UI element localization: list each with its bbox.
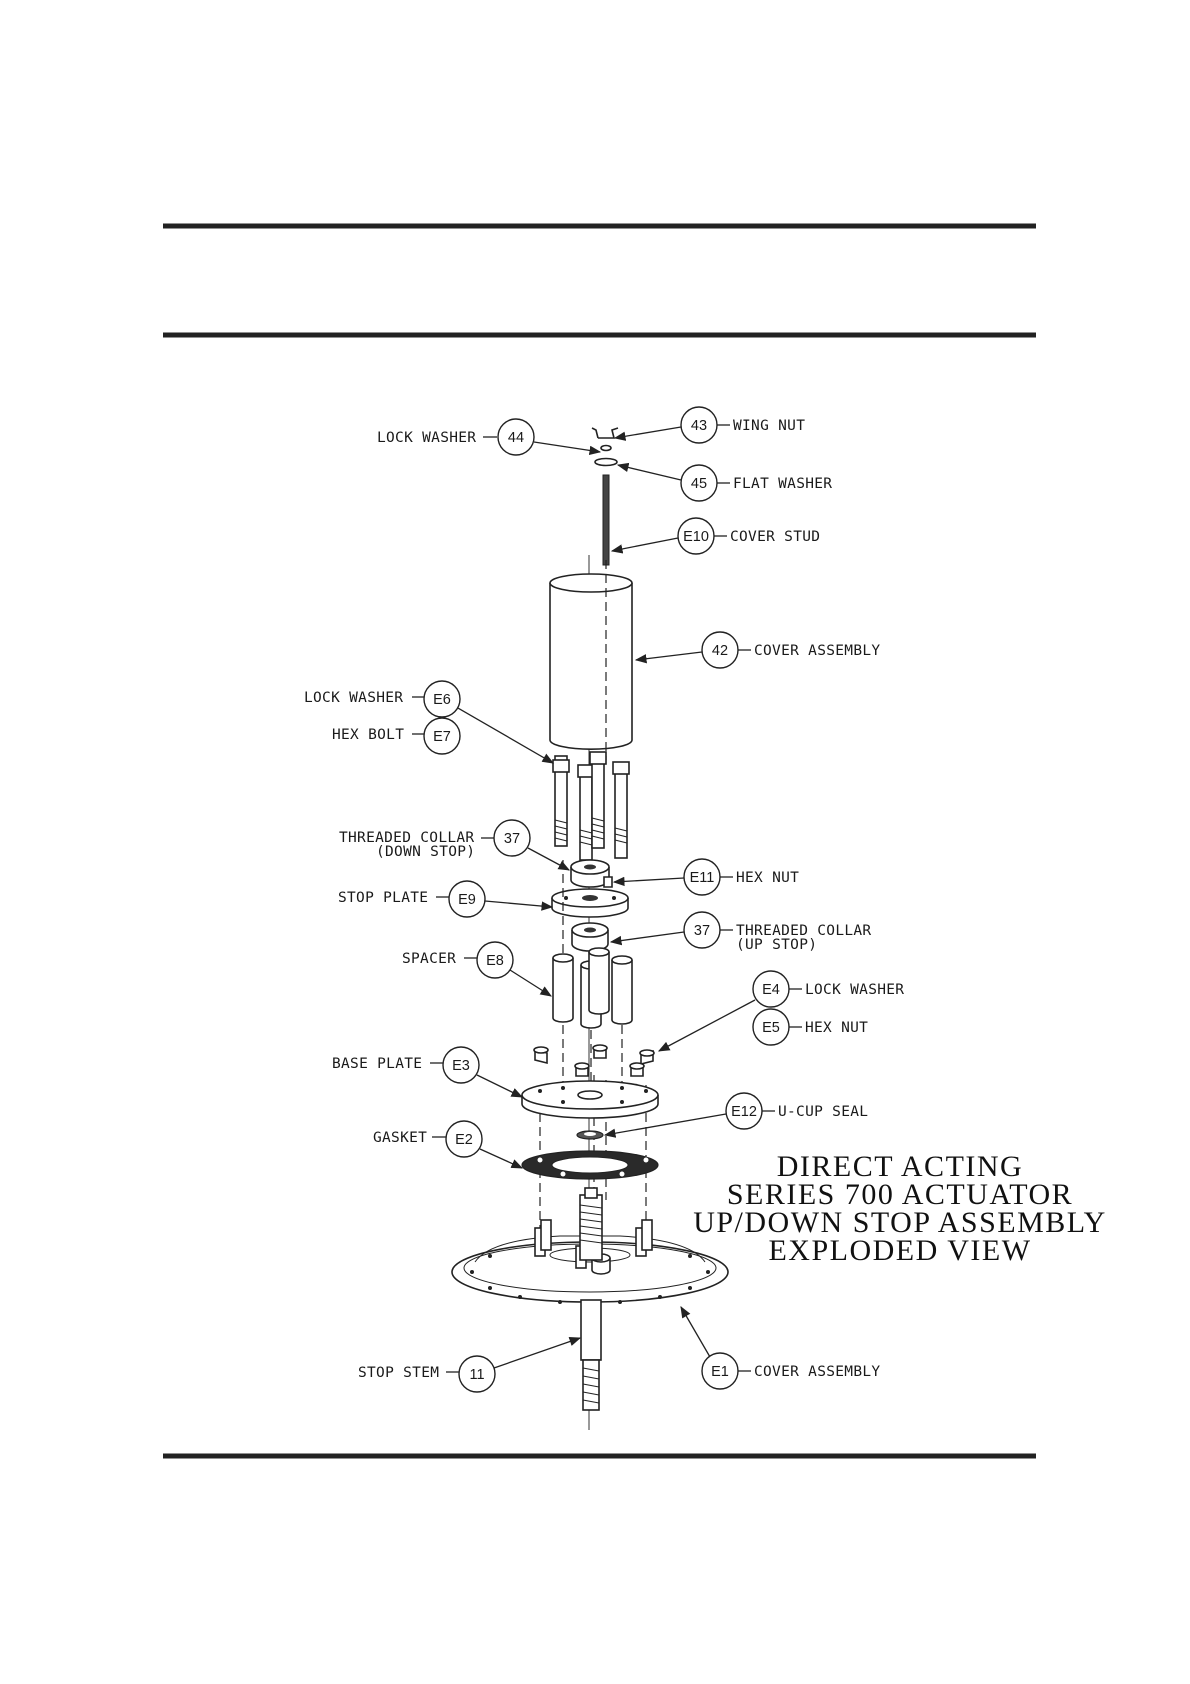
- callout-E12: E12 U-CUP SEAL: [603, 1092, 868, 1138]
- callout-42: 42 COVER ASSEMBLY: [634, 631, 880, 669]
- callout-number: 42: [712, 643, 728, 659]
- callout-label: U-CUP SEAL: [778, 1104, 868, 1120]
- threaded-collar-up-stop: [571, 922, 609, 952]
- title-line-1: DIRECT ACTING: [777, 1150, 1023, 1183]
- callout-label: GASKET: [373, 1130, 427, 1146]
- base-plate: [521, 1080, 659, 1119]
- callout-number: 37: [694, 923, 710, 939]
- callout-E7: HEX BOLT E7: [332, 717, 461, 755]
- callout-44: LOCK WASHER 44: [377, 418, 602, 456]
- callout-label: SPACER: [402, 951, 456, 967]
- callout-number: E2: [455, 1132, 473, 1148]
- callout-E1: E1 COVER ASSEMBLY: [680, 1305, 880, 1390]
- callout-number: E9: [458, 892, 476, 908]
- callout-45: 45 FLAT WASHER: [616, 462, 832, 502]
- callout-E2: GASKET E2: [373, 1120, 524, 1169]
- callout-label: THREADED COLLAR: [736, 923, 871, 939]
- cover-stud-group: [591, 427, 619, 566]
- callout-number: 11: [469, 1367, 484, 1383]
- callout-label: HEX BOLT: [332, 727, 404, 743]
- callout-number: E6: [433, 692, 451, 708]
- callout-label: FLAT WASHER: [733, 476, 832, 492]
- callout-number: 45: [691, 476, 707, 492]
- callout-label-sub: (UP STOP): [736, 937, 817, 953]
- callout-number: E3: [452, 1058, 470, 1074]
- callout-label: COVER ASSEMBLY: [754, 1364, 880, 1380]
- threaded-collar-down-stop: [570, 859, 613, 888]
- callout-E5: E5 HEX NUT: [752, 1008, 868, 1046]
- title-line-4: EXPLODED VIEW: [768, 1234, 1031, 1267]
- base-plate-nuts: [533, 1044, 655, 1077]
- callout-label: STOP PLATE: [338, 890, 428, 906]
- lower-cover-assembly: [451, 1187, 729, 1304]
- callout-E3: BASE PLATE E3: [332, 1046, 524, 1098]
- callout-E9: STOP PLATE E9: [338, 880, 554, 918]
- callout-label: COVER STUD: [730, 529, 820, 545]
- title-line-3: UP/DOWN STOP ASSEMBLY: [693, 1206, 1107, 1239]
- callout-number: 37: [504, 831, 520, 847]
- callout-label: BASE PLATE: [332, 1056, 422, 1072]
- callout-number: E5: [762, 1020, 780, 1036]
- callout-number: E12: [731, 1104, 757, 1120]
- hex-bolts: [552, 751, 630, 861]
- callout-E4: E4 LOCK WASHER: [657, 970, 904, 1052]
- callout-number: E10: [683, 529, 709, 545]
- drawing-title: DIRECT ACTING SERIES 700 ACTUATOR UP/DOW…: [693, 1150, 1107, 1267]
- stop-stem: [580, 1299, 602, 1411]
- callout-label: THREADED COLLAR: [339, 830, 474, 846]
- cover-cylinder: [549, 560, 633, 760]
- title-line-2: SERIES 700 ACTUATOR: [727, 1178, 1073, 1211]
- callout-label: HEX NUT: [805, 1020, 868, 1036]
- callout-E11: E11 HEX NUT: [612, 858, 799, 896]
- callout-number: E11: [690, 870, 715, 886]
- callout-43: 43 WING NUT: [613, 406, 805, 444]
- callout-11: STOP STEM 11: [358, 1337, 582, 1393]
- spacers: [552, 947, 633, 1029]
- callout-E8: SPACER E8: [402, 941, 552, 997]
- stop-plate: [551, 888, 629, 918]
- callout-37-down: THREADED COLLAR (DOWN STOP) 37: [339, 819, 571, 871]
- callout-number: E8: [486, 953, 504, 969]
- callout-number: E1: [711, 1364, 729, 1380]
- callout-number: E7: [433, 729, 451, 745]
- callout-label: LOCK WASHER: [377, 430, 476, 446]
- callout-label: STOP STEM: [358, 1365, 439, 1381]
- callout-E10: E10 COVER STUD: [610, 517, 820, 555]
- u-cup-seal: [576, 1130, 604, 1140]
- gasket: [521, 1150, 659, 1180]
- callout-label: LOCK WASHER: [805, 982, 904, 998]
- callout-label-sub: (DOWN STOP): [376, 844, 475, 860]
- callout-label: LOCK WASHER: [304, 690, 403, 706]
- callout-number: E4: [762, 982, 780, 998]
- callout-number: 43: [691, 418, 707, 434]
- callout-number: 44: [508, 430, 524, 446]
- callout-label: WING NUT: [733, 418, 805, 434]
- callout-label: COVER ASSEMBLY: [754, 643, 880, 659]
- callout-37-up: 37 THREADED COLLAR (UP STOP): [609, 911, 871, 953]
- callout-E6: LOCK WASHER E6: [304, 680, 555, 764]
- callout-label: HEX NUT: [736, 870, 799, 886]
